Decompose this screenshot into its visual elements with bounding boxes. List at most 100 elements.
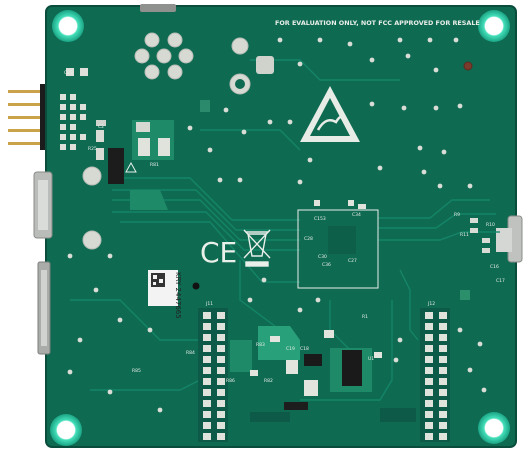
header-pin-pad [217,323,225,330]
left-pad-grid [60,68,88,150]
header-pin-pad [425,389,433,396]
pin-header-j12 [420,308,450,442]
header-pin-pad [439,356,447,363]
via [457,327,463,333]
header-pin-pad [425,411,433,418]
ref-r83: R83 [256,342,265,348]
header-pin-pad [217,356,225,363]
via [481,387,487,393]
header-pin-pad [217,334,225,341]
ref-r11: R11 [460,232,469,238]
via [467,183,473,189]
via [401,105,407,111]
header-pin-pad [203,433,211,440]
via [67,253,73,259]
via [457,103,463,109]
header-pin-pad [439,378,447,385]
via [67,369,73,375]
via [405,53,411,59]
ref-j12: J12 [427,301,435,307]
mounting-holes [50,10,510,446]
header-pin-pad [217,367,225,374]
via [297,307,303,313]
via [241,129,247,135]
header-pin-pad [203,400,211,407]
header-pin-pad [217,378,225,385]
header-pin-pad [425,312,433,319]
header-pin-pad [217,389,225,396]
silkscreen-labels: C23 C2 R25 R81 J11 J12 C153 C34 C28 C30 … [64,70,505,384]
via [223,107,229,113]
via [347,41,353,47]
via [441,149,447,155]
left-edge-connectors [33,171,53,355]
mount-hole-top-left [52,10,84,42]
via [315,297,321,303]
ref-r85: R85 [132,368,141,374]
j11-pins [203,312,225,440]
ref-c17: C17 [496,278,505,284]
via [427,37,433,43]
sensor-ic-area [297,200,379,289]
header-pin-pad [425,345,433,352]
evaluation-notice: FOR EVALUATION ONLY, NOT FCC APPROVED FO… [275,19,480,27]
header-pin-pad [217,422,225,429]
header-pin-pad [425,400,433,407]
header-pin-pad [203,323,211,330]
ref-r84: R84 [186,350,195,356]
ref-r86: R86 [226,378,235,384]
metal-component [256,56,274,74]
header-pin-pad [439,334,447,341]
header-pin-pad [203,334,211,341]
header-pin-pad [439,400,447,407]
small-vias [67,37,487,413]
header-pin-pad [217,433,225,440]
via [369,101,375,107]
header-pin-pad [203,345,211,352]
header-pin-pad [425,367,433,374]
right-edge-connector [496,215,523,263]
weee-bin-icon [243,229,271,267]
ref-c16: C16 [490,264,499,270]
ce-mark-icon: CE [200,236,237,269]
right-components [460,218,490,300]
via [297,61,303,67]
via [287,119,293,125]
header-pin-pad [425,356,433,363]
header-pin-pad [425,323,433,330]
header-pin-pad [203,367,211,374]
header-pin-pad [425,378,433,385]
ref-c18: C18 [300,346,309,352]
mount-hole-bottom-right [478,412,510,444]
via [147,327,153,333]
header-pin-pad [439,345,447,352]
mount-hole-top-right [478,10,510,42]
ref-r1: R1 [362,314,368,320]
via [267,119,273,125]
via [437,183,443,189]
via [453,37,459,43]
top-edge-connector [140,4,176,12]
via [393,357,399,363]
via [307,157,313,163]
ref-r10: R10 [486,222,495,228]
via [187,125,193,131]
header-pin-pad [439,389,447,396]
ref-c30: C30 [318,254,327,260]
header-pin-pad [425,422,433,429]
via [417,145,423,151]
header-pin-pad [203,422,211,429]
esd-warning-icon [300,86,360,142]
header-pin-pad [203,411,211,418]
via [207,147,213,153]
header-pin-pad [203,356,211,363]
ref-c153: C153 [314,216,326,222]
ref-u1: U1 [368,356,374,362]
board-substrate [46,6,516,447]
via [117,317,123,323]
via [77,337,83,343]
ref-r9: R9 [454,212,460,218]
header-pin-pad [217,312,225,319]
ref-c2: C2 [98,124,104,130]
via [477,341,483,347]
